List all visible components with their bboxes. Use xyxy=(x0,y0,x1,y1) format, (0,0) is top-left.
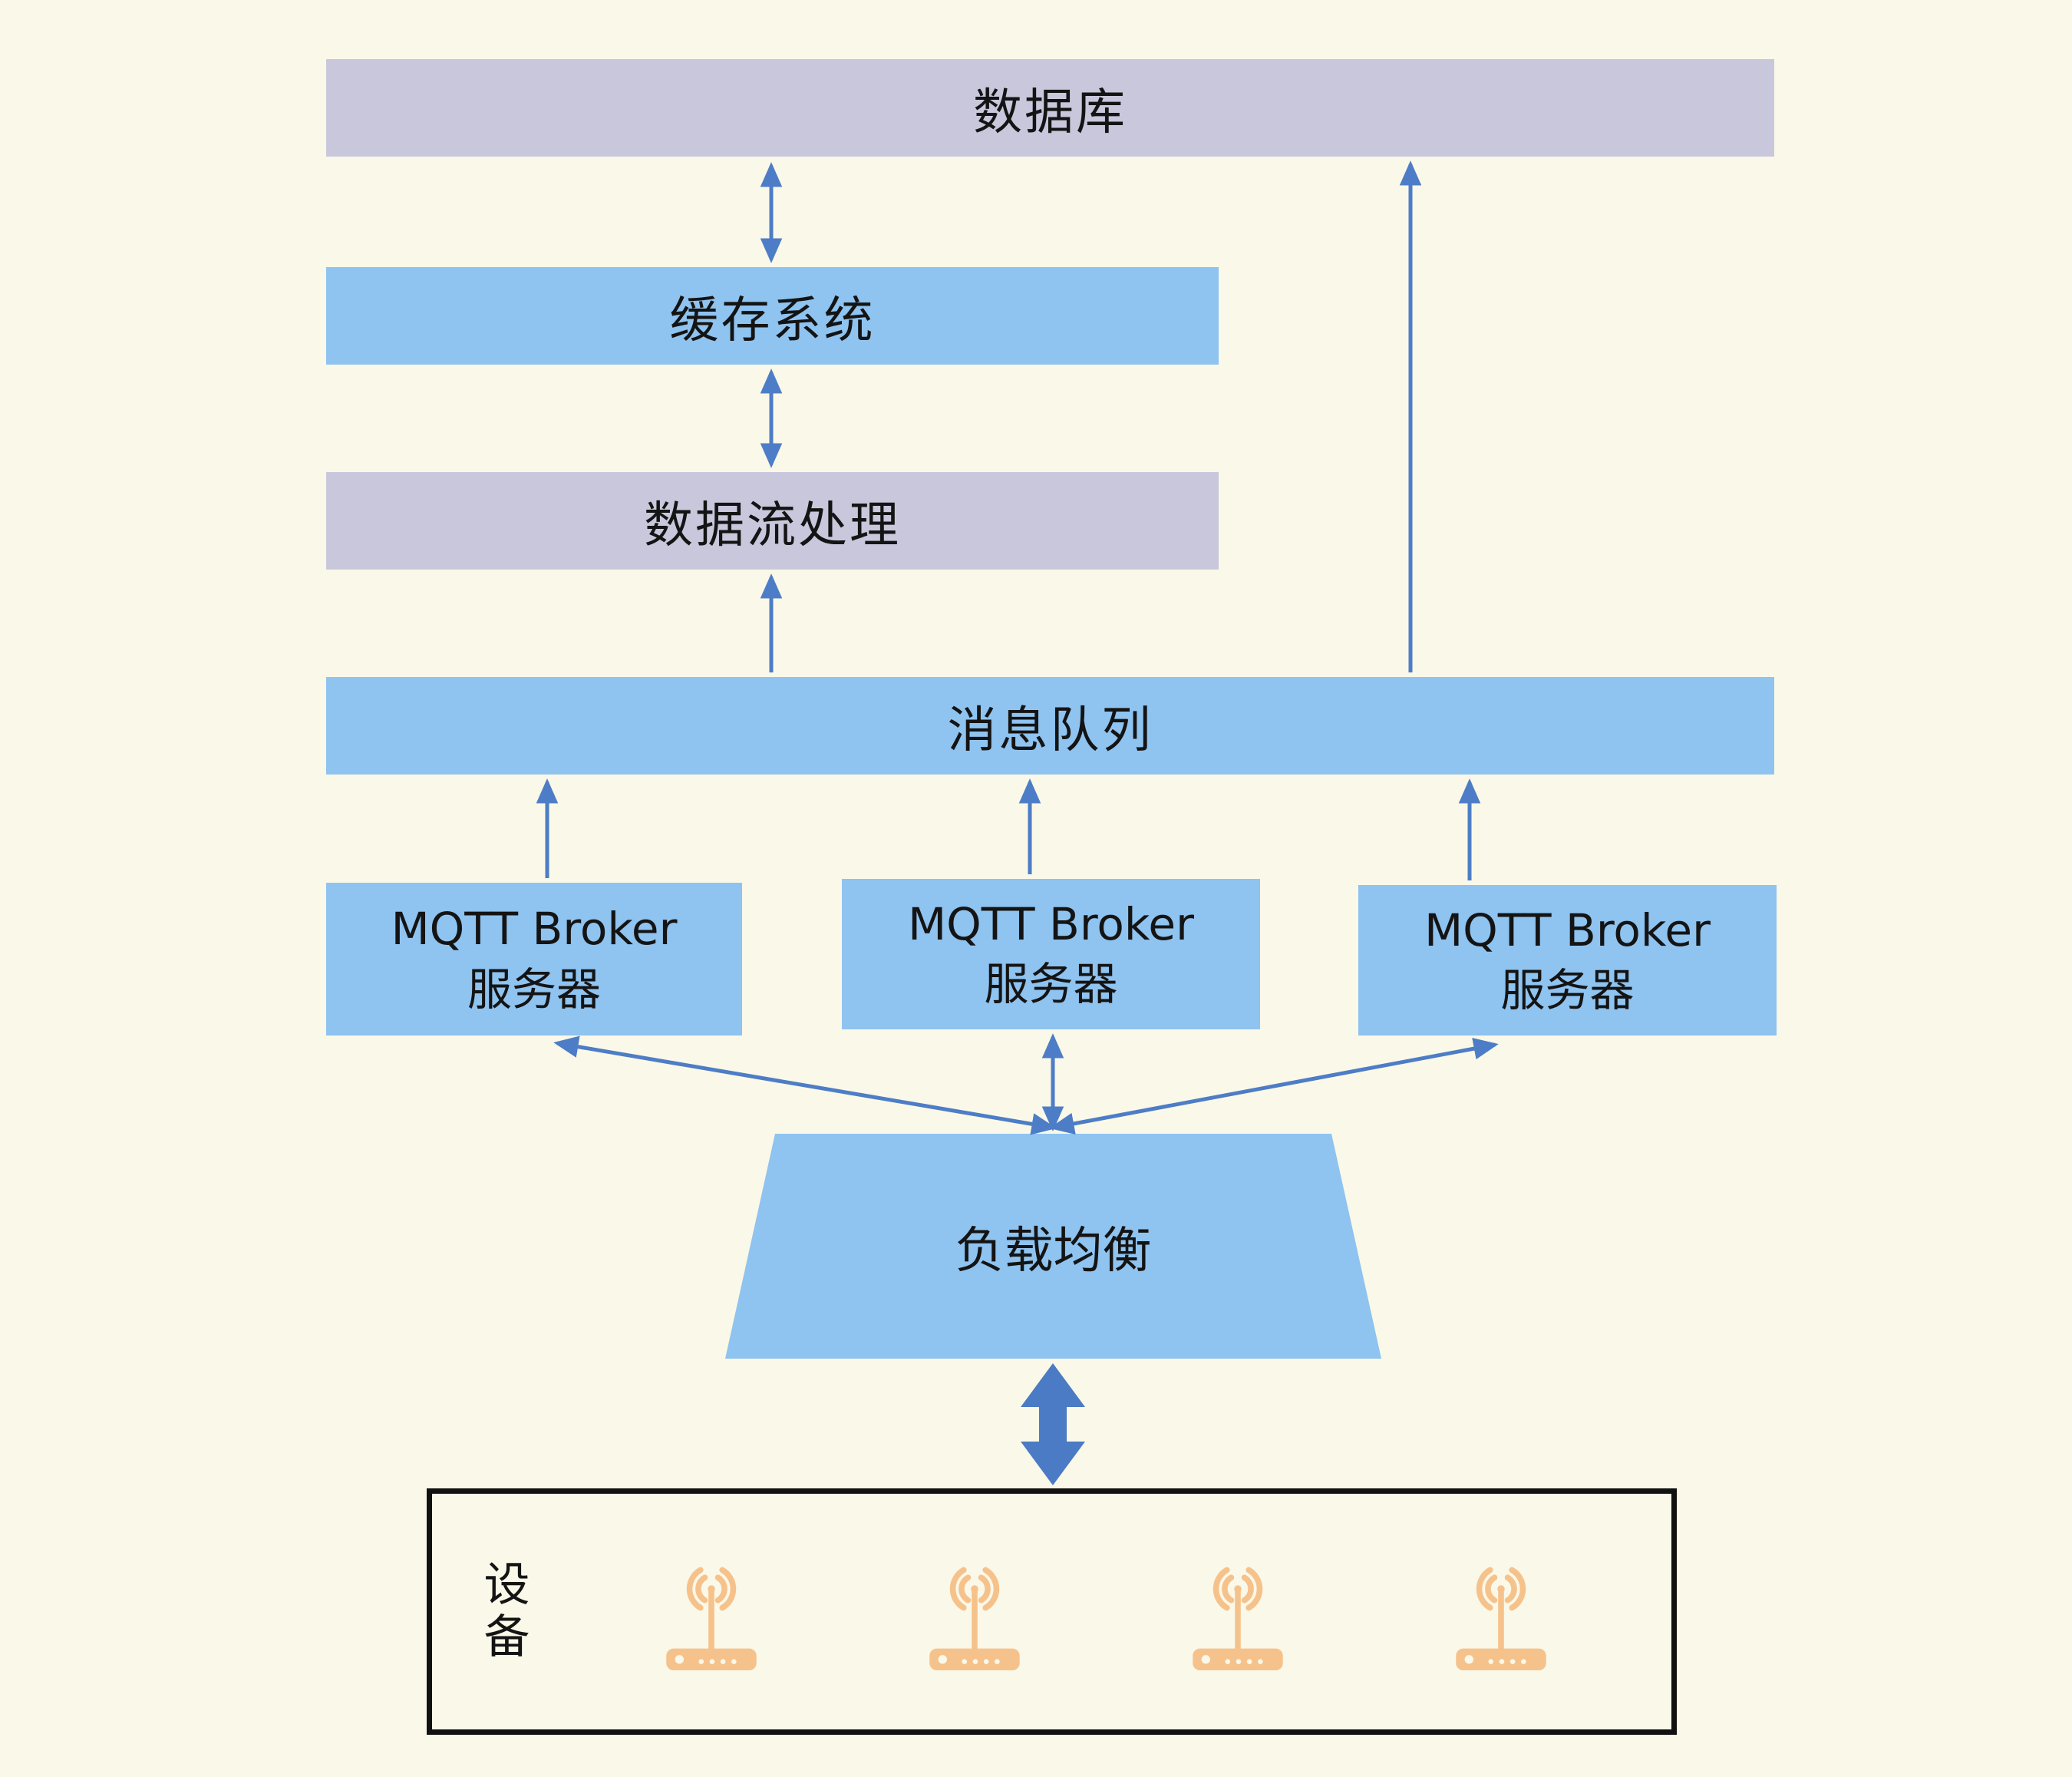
mqtt-broker-2-line1: MQTT Broker xyxy=(908,897,1194,950)
mqtt-broker-3-line1: MQTT Broker xyxy=(1424,903,1711,956)
wifi-router-icon xyxy=(1428,1547,1574,1685)
mqtt-broker-2-line2: 服务器 xyxy=(984,958,1118,1010)
devices-icon-row xyxy=(526,1539,1671,1685)
mqtt-broker-1-line2: 服务器 xyxy=(467,963,601,1016)
node-mqtt-broker-2: MQTT Broker 服务器 xyxy=(842,879,1260,1029)
node-message-queue-label: 消息队列 xyxy=(947,702,1153,759)
node-cache-system: 缓存系统 xyxy=(326,267,1219,365)
mqtt-broker-3-line2: 服务器 xyxy=(1500,964,1635,1016)
arrow-loadbalancer-mqtt3 xyxy=(1049,1038,1499,1135)
arrow-loadbalancer-mqtt1 xyxy=(553,1035,1057,1135)
devices-box: 设备 xyxy=(427,1488,1677,1735)
node-database: 数据库 xyxy=(326,59,1774,157)
node-database-label: 数据库 xyxy=(973,84,1127,141)
wifi-router-icon xyxy=(1165,1547,1311,1685)
wifi-router-icon xyxy=(902,1547,1048,1685)
wifi-router-icon xyxy=(638,1547,784,1685)
devices-label: 设备 xyxy=(476,1559,530,1664)
mqtt-broker-1-line1: MQTT Broker xyxy=(391,903,678,956)
node-cache-system-label: 缓存系统 xyxy=(669,292,876,349)
thick-arrow-loadbalancer-devices xyxy=(1021,1363,1085,1485)
node-load-balancer: 负载均衡 xyxy=(725,1134,1381,1359)
node-load-balancer-label: 负载均衡 xyxy=(955,1222,1152,1280)
node-stream-processing: 数据流处理 xyxy=(326,472,1219,570)
node-mqtt-broker-3: MQTT Broker 服务器 xyxy=(1358,885,1777,1035)
node-mqtt-broker-1: MQTT Broker 服务器 xyxy=(326,883,742,1035)
node-message-queue: 消息队列 xyxy=(326,677,1774,775)
node-stream-processing-label: 数据流处理 xyxy=(644,497,901,554)
